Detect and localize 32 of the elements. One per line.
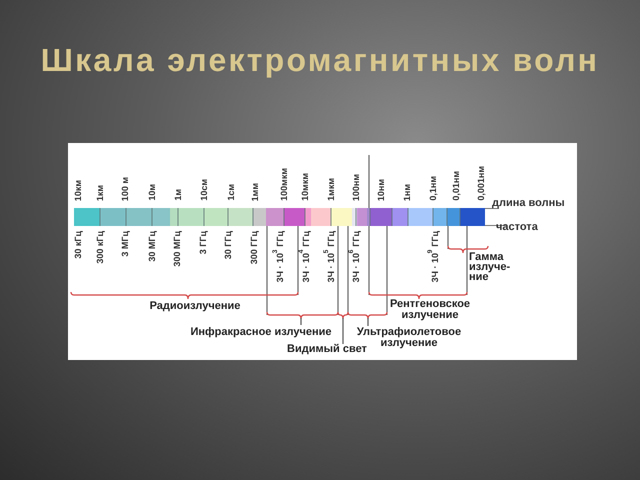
wavelength-label: 1см [226,184,236,201]
wavelength-label: 10см [199,179,209,201]
frequency-label: 30 кГц [72,231,84,259]
wavelength-label: 10м [147,184,157,201]
frequency-label: 300 ГГц [248,231,260,264]
frequency-label: 3 ГГц [197,231,209,254]
range-label: Инфракрасное излучение [189,327,333,338]
frequency-label: 30 МГц [146,231,158,262]
wavelength-label: 1мм [250,182,260,201]
axis-label: длина волны [492,197,565,209]
wavelength-label: 1м [173,189,183,201]
axis-label: частота [496,221,538,233]
frequency-label: 300 МГц [171,231,183,267]
wavelength-label: 10км [73,180,83,201]
frequency-label: 3 МГц [119,231,131,257]
range-label: Рентгеновское излучение [388,299,472,321]
frequency-label: 300 кГц [94,231,106,264]
wavelength-label: 100нм [351,174,361,201]
frequency-label: 30 ГГц [222,231,234,260]
wavelength-label: 0,01нм [451,171,461,201]
wavelength-label: 0,001нм [476,166,486,201]
title: Шкала электромагнитных волн [40,41,600,79]
wavelength-label: 0,1нм [428,176,438,201]
range-label: Радиоизлучение [148,301,242,312]
wavelength-label: 100мкм [279,168,289,201]
range-label: Гамма излуче- ние [469,252,512,282]
wavelength-label: 10нм [376,178,386,201]
wavelength-label: 10мкм [300,173,310,201]
wavelength-label: 1км [95,184,105,201]
wavelength-label: 1мкм [326,178,336,201]
wavelength-label: 100 м [120,176,130,201]
wavelength-label: 1нм [402,184,412,201]
